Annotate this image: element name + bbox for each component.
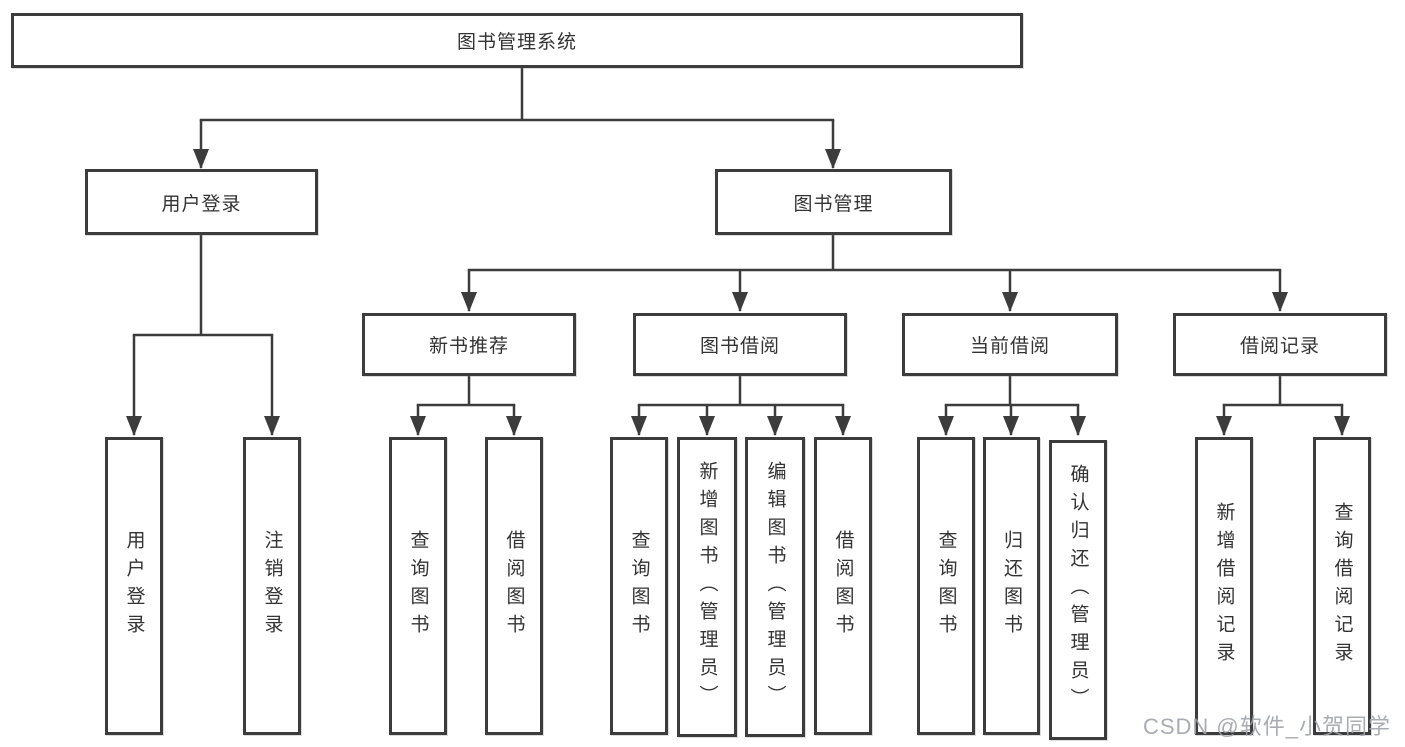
node-new-book-recommend: 新书推荐 [362, 313, 576, 376]
node-edit-books-admin: 编辑图书（管理员） [745, 437, 805, 737]
node-logout-action: 注销登录 [243, 437, 301, 735]
node-current-borrowing: 当前借阅 [902, 313, 1118, 376]
node-borrow-records: 借阅记录 [1173, 313, 1387, 376]
node-book-management: 图书管理 [715, 169, 952, 235]
node-borrow-books-recommend: 借阅图书 [485, 437, 543, 735]
node-add-borrow-record: 新增借阅记录 [1195, 437, 1253, 735]
node-user-login: 用户登录 [85, 169, 318, 235]
node-root-system: 图书管理系统 [11, 13, 1023, 68]
node-add-books-admin: 新增图书（管理员） [677, 437, 737, 737]
node-query-books-current: 查询图书 [917, 437, 975, 735]
node-query-borrow-record: 查询借阅记录 [1313, 437, 1371, 735]
node-confirm-return-admin: 确认归还（管理员） [1049, 440, 1107, 740]
node-book-borrowing: 图书借阅 [633, 313, 847, 376]
node-borrow-books-borrowing: 借阅图书 [814, 437, 872, 735]
node-query-books-borrowing: 查询图书 [610, 437, 668, 735]
node-return-books: 归还图书 [983, 437, 1040, 735]
node-user-login-action: 用户登录 [105, 437, 163, 735]
node-query-books-recommend: 查询图书 [389, 437, 447, 735]
csdn-watermark: CSDN @软件_小贺同学 [1142, 714, 1391, 739]
